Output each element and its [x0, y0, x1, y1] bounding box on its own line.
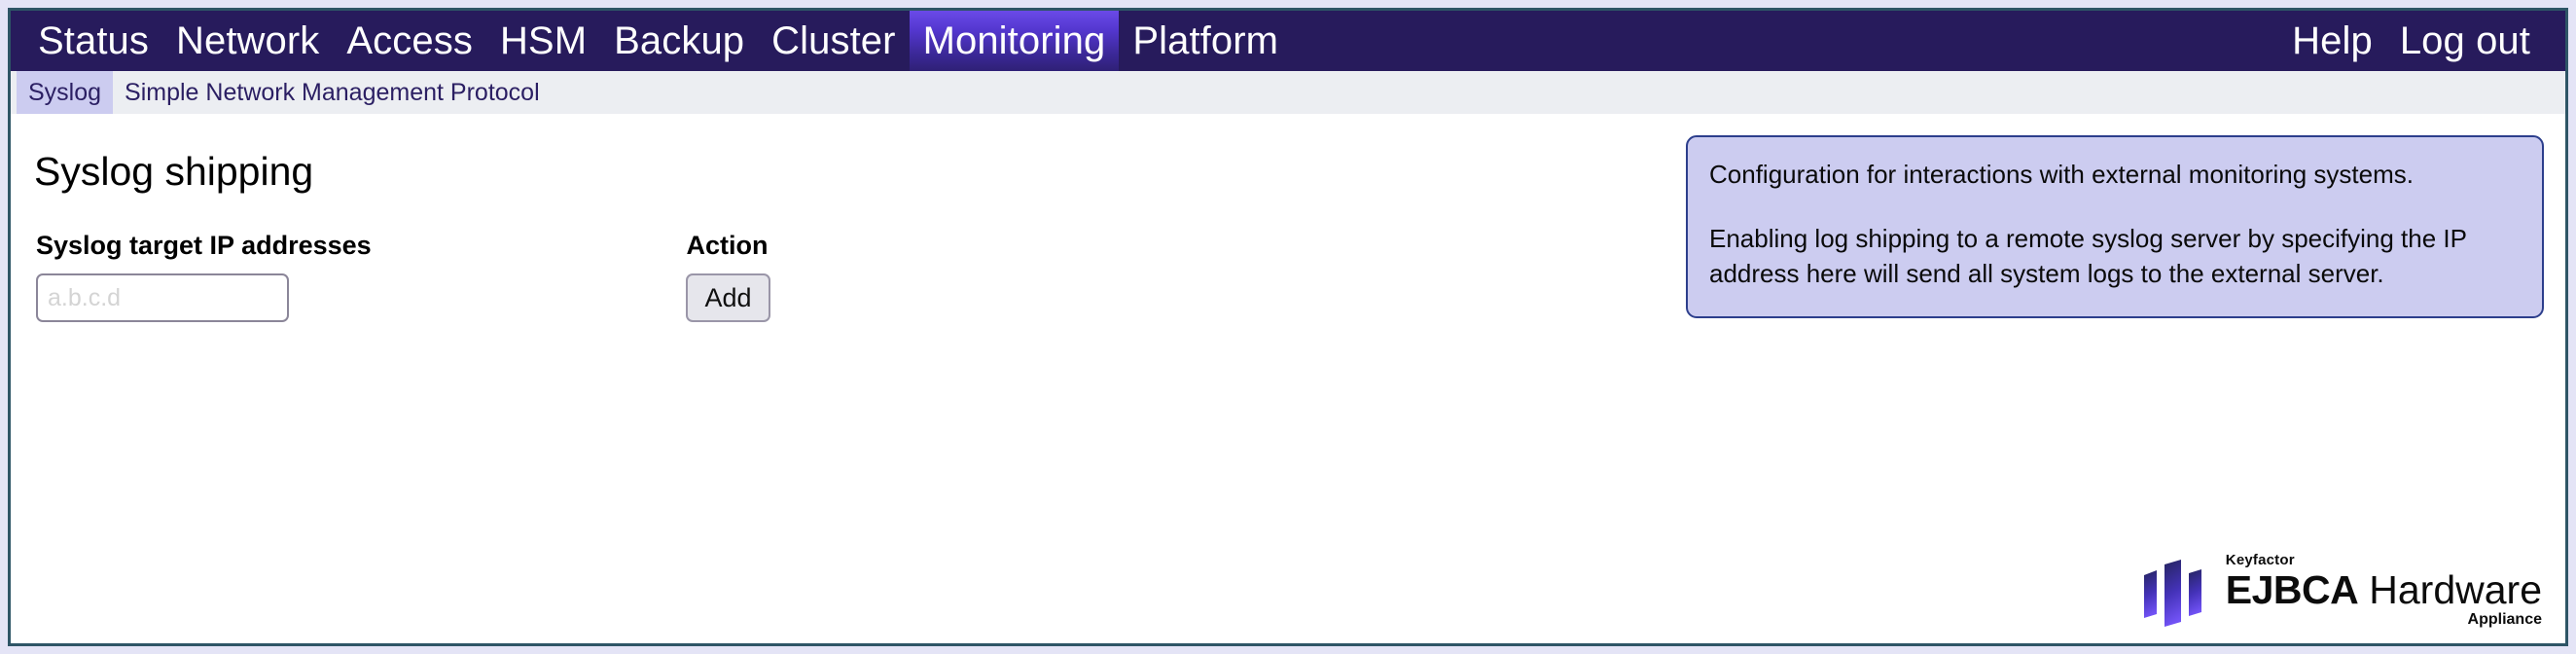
- secondary-navigation-bar: Syslog Simple Network Management Protoco…: [11, 71, 2565, 114]
- ejbca-bars-logo-icon: [2143, 560, 2201, 627]
- info-paragraph-1: Configuration for interactions with exte…: [1709, 160, 2414, 189]
- page-title: Syslog shipping: [34, 149, 314, 194]
- add-button[interactable]: Add: [686, 273, 770, 322]
- column-header-action: Action: [686, 231, 769, 260]
- column-header-ip-addresses: Syslog target IP addresses: [36, 231, 372, 260]
- brand-product-name: EJBCA: [2225, 567, 2359, 612]
- tab-simple-network-management-protocol[interactable]: Simple Network Management Protocol: [125, 79, 540, 106]
- nav-item-platform[interactable]: Platform: [1132, 19, 1279, 62]
- brand-logo: Keyfactor EJBCA Hardware Appliance: [2140, 552, 2542, 628]
- primary-nav-items: Status Network Access HSM Backup Cluster…: [11, 11, 1292, 71]
- info-panel: Configuration for interactions with exte…: [1686, 135, 2544, 318]
- nav-item-hsm[interactable]: HSM: [499, 19, 588, 62]
- syslog-target-ip-input[interactable]: [36, 273, 289, 322]
- brand-keyfactor-label: Keyfactor: [2225, 552, 2295, 568]
- tab-syslog[interactable]: Syslog: [17, 71, 114, 114]
- column-action: Action Add: [686, 231, 770, 322]
- primary-navigation-bar: Status Network Access HSM Backup Cluster…: [11, 11, 2565, 71]
- nav-item-help[interactable]: Help: [2292, 19, 2373, 62]
- brand-wordmark: Keyfactor EJBCA Hardware Appliance: [2225, 552, 2542, 629]
- info-paragraph-2: Enabling log shipping to a remote syslog…: [1709, 224, 2467, 288]
- nav-item-backup[interactable]: Backup: [614, 19, 745, 62]
- brand-appliance-label: Appliance: [2467, 611, 2542, 628]
- nav-item-network[interactable]: Network: [176, 19, 320, 62]
- nav-item-status[interactable]: Status: [38, 19, 149, 62]
- column-ip-addresses: Syslog target IP addresses: [36, 231, 682, 322]
- primary-nav-utility-items: Help Log out: [2278, 11, 2565, 71]
- nav-item-access[interactable]: Access: [346, 19, 473, 62]
- application-frame: Status Network Access HSM Backup Cluster…: [8, 8, 2568, 646]
- nav-item-cluster[interactable]: Cluster: [771, 19, 896, 62]
- brand-product-line: EJBCA Hardware: [2226, 569, 2542, 610]
- nav-item-monitoring[interactable]: Monitoring: [909, 11, 1120, 71]
- main-content-area: Syslog shipping Syslog target IP address…: [11, 114, 2565, 643]
- syslog-targets-table: Syslog target IP addresses Action Add: [36, 231, 770, 322]
- brand-product-suffix: Hardware: [2369, 567, 2542, 612]
- nav-item-log-out[interactable]: Log out: [2399, 19, 2530, 62]
